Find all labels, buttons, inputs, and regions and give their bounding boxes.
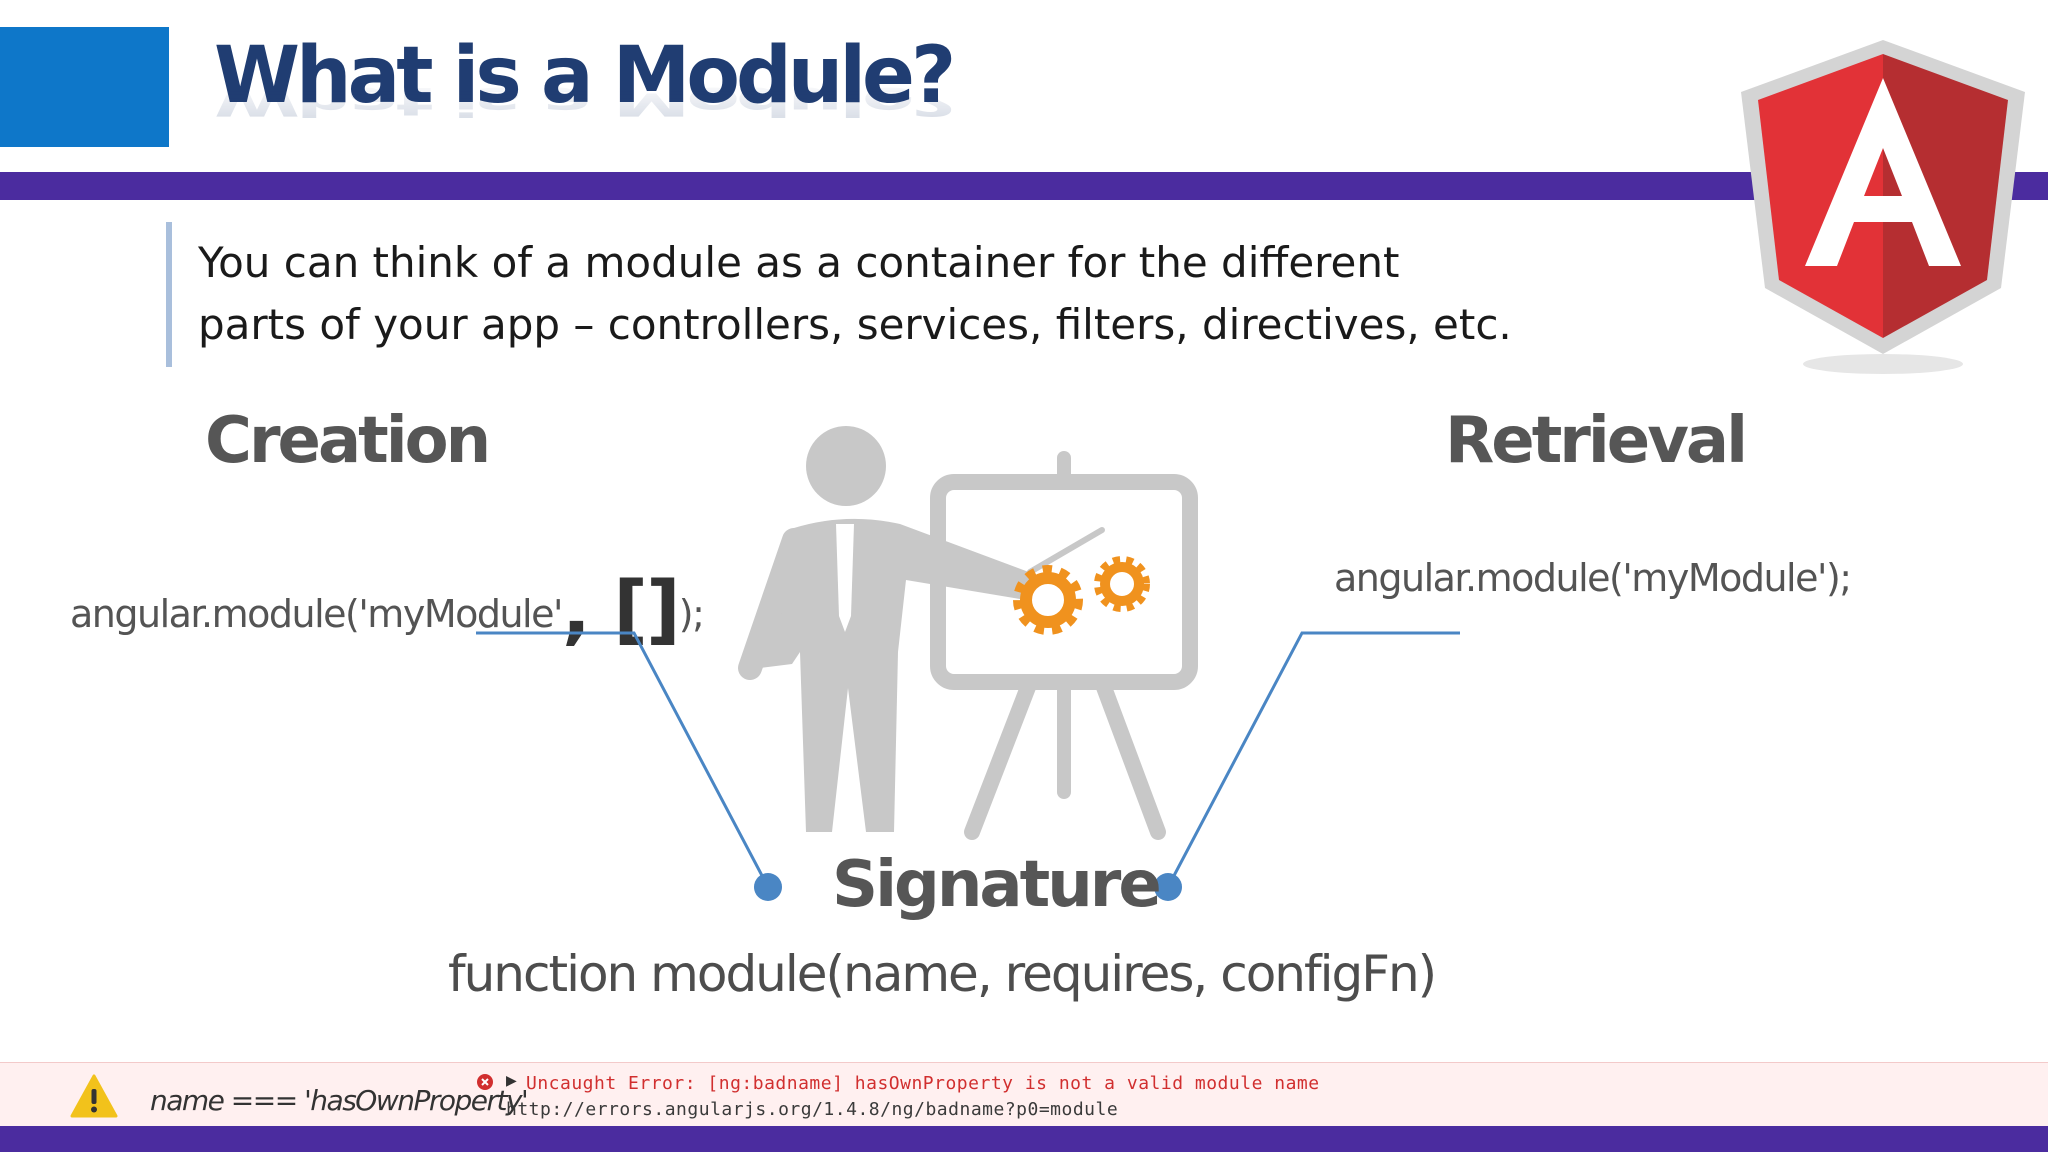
expand-arrow-icon[interactable]: ▶ (506, 1072, 517, 1089)
creation-connector-line (476, 633, 768, 887)
presenter-with-gears-icon (730, 420, 1210, 850)
error-url-link[interactable]: http://errors.angularjs.org/1.4.8/ng/bad… (506, 1099, 1118, 1120)
footer-bar (0, 1126, 2048, 1152)
signature-heading: Signature (832, 848, 1159, 922)
error-circle-icon (476, 1073, 494, 1091)
error-message: Uncaught Error: [ng:badname] hasOwnPrope… (526, 1073, 1320, 1094)
retrieval-connector-line (1168, 633, 1460, 887)
warning-icon (70, 1072, 118, 1120)
signature-code: function module(name, requires, configFn… (448, 945, 1435, 1003)
error-expression: name === 'hasOwnProperty' (150, 1084, 527, 1117)
creation-connector-dot (754, 873, 782, 901)
